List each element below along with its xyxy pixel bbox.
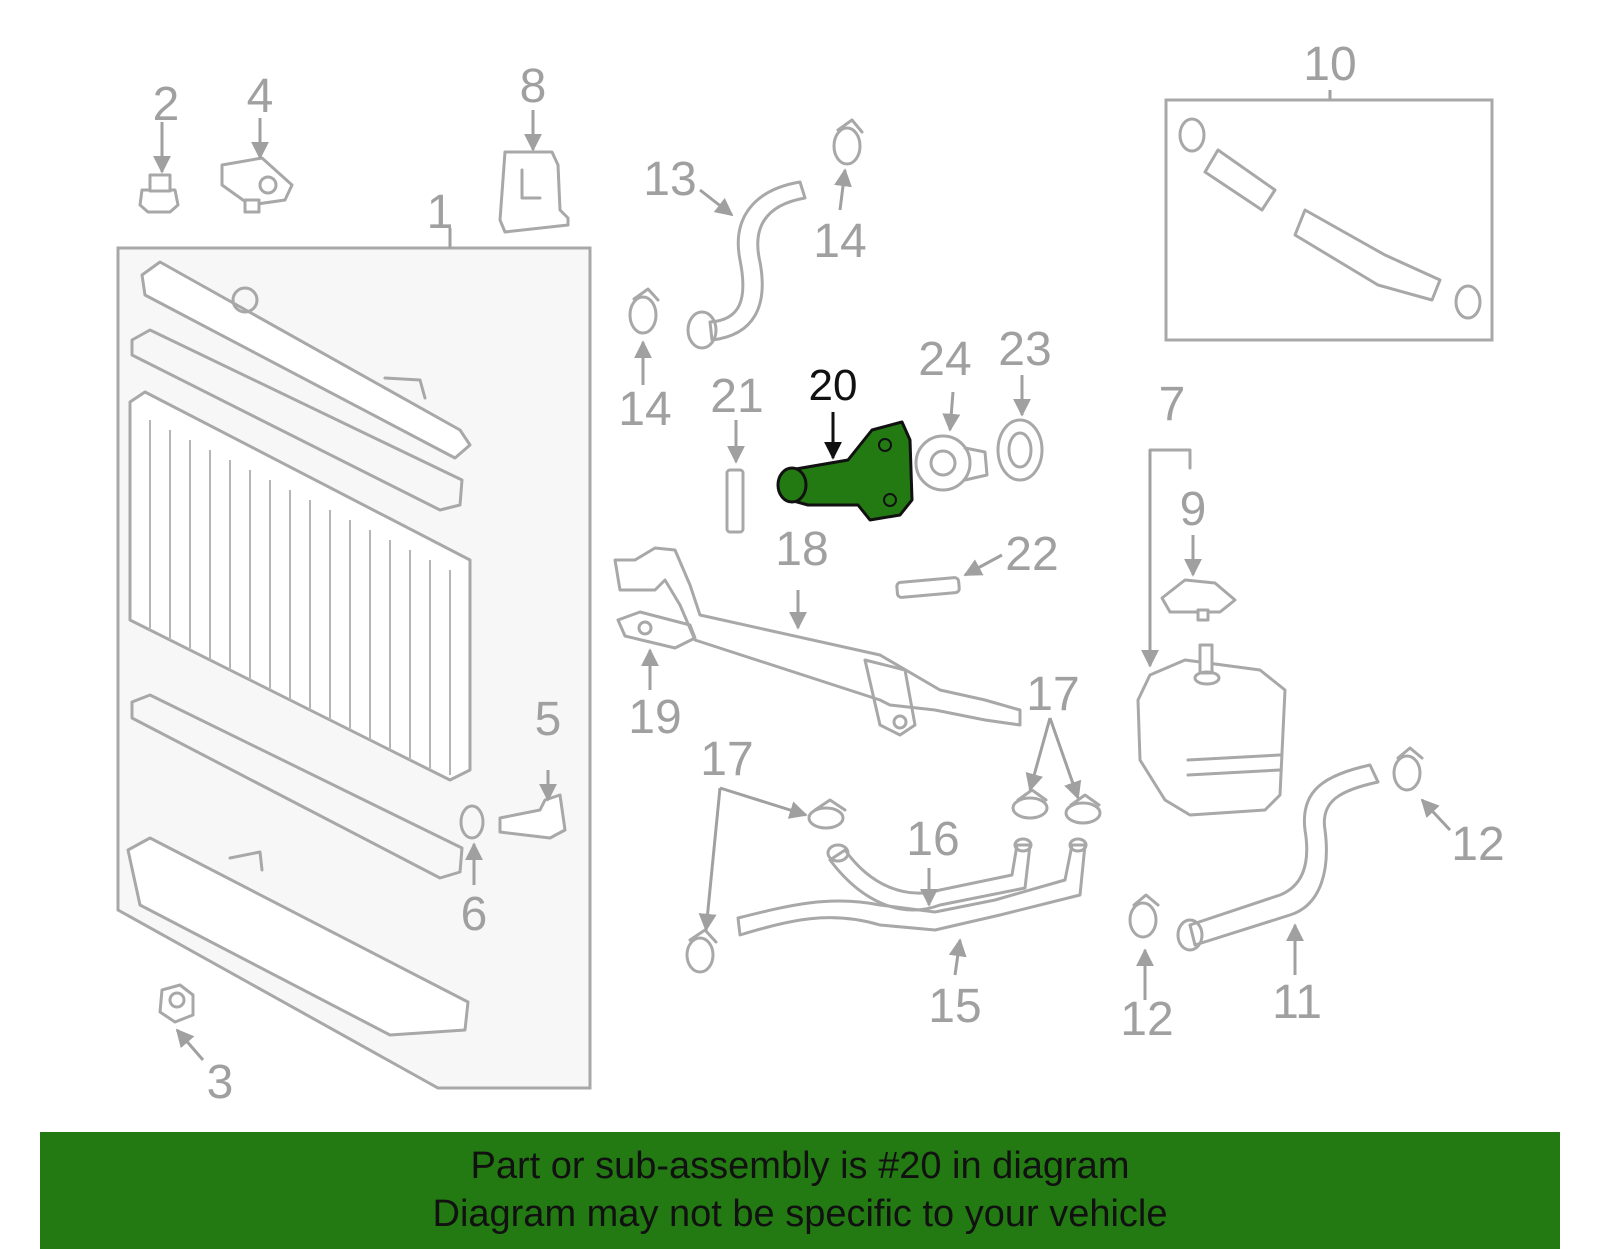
radiator-core-fins	[149, 420, 451, 775]
part-6-o-ring	[459, 804, 485, 885]
part-7-reservoir-tank	[1136, 448, 1287, 817]
callout-17b: 17	[1026, 668, 1079, 721]
part-14-clamp-lower	[628, 287, 660, 385]
callout-4: 4	[247, 70, 274, 123]
radiator-assembly-1	[116, 228, 592, 1090]
part-20-water-inlet-highlighted	[776, 412, 914, 522]
callout-21: 21	[710, 370, 763, 423]
callout-20-highlighted: 20	[809, 361, 858, 410]
callout-19: 19	[628, 691, 681, 744]
callout-7: 7	[1159, 378, 1186, 431]
part-11-lower-hose	[1176, 763, 1380, 975]
part-17-clamps	[685, 717, 1102, 974]
callout-23: 23	[998, 323, 1051, 376]
callout-3: 3	[207, 1056, 234, 1109]
part-2-drain-cock	[138, 122, 180, 214]
part-4-mount	[220, 118, 294, 214]
callout-1: 1	[427, 186, 454, 239]
callout-17a: 17	[700, 733, 753, 786]
part-5-drain-plug	[498, 770, 567, 840]
callout-14b: 14	[618, 383, 671, 436]
callout-8: 8	[520, 60, 547, 113]
callout-10: 10	[1303, 38, 1356, 91]
part-10-bypass-hose-box	[1164, 90, 1494, 342]
callout-12b: 12	[1120, 993, 1173, 1046]
part-24-thermostat	[914, 391, 989, 492]
callout-2: 2	[153, 78, 180, 131]
callout-15: 15	[928, 980, 981, 1033]
callout-11: 11	[1272, 976, 1322, 1029]
callout-12a: 12	[1451, 818, 1504, 871]
part-19-gasket	[616, 610, 697, 690]
part-3-cushion	[158, 983, 205, 1061]
callout-16: 16	[906, 813, 959, 866]
callout-6: 6	[461, 888, 488, 941]
part-14-clamp-upper	[832, 118, 864, 211]
callout-24: 24	[918, 333, 971, 386]
info-banner: Part or sub-assembly is #20 in diagram D…	[40, 1132, 1560, 1249]
part-22-stud	[895, 553, 1003, 599]
part-12-clamps	[1128, 746, 1452, 1000]
part-18-water-pipe	[613, 546, 1022, 737]
part-13-upper-hose	[686, 180, 807, 350]
callout-22: 22	[1005, 528, 1058, 581]
callout-5: 5	[535, 693, 562, 746]
part-9-reservoir-cap	[1160, 535, 1237, 622]
callout-18: 18	[775, 523, 828, 576]
banner-line-2: Diagram may not be specific to your vehi…	[432, 1193, 1168, 1235]
part-15-16-bypass-pipes	[736, 837, 1088, 976]
part-8-bracket	[498, 110, 570, 234]
banner-line-1: Part or sub-assembly is #20 in diagram	[470, 1145, 1130, 1187]
callout-14a: 14	[813, 215, 866, 268]
part-23-gasket	[996, 375, 1044, 482]
callout-13: 13	[643, 153, 696, 206]
callout-9: 9	[1180, 483, 1207, 536]
part-21-stud	[725, 420, 745, 534]
